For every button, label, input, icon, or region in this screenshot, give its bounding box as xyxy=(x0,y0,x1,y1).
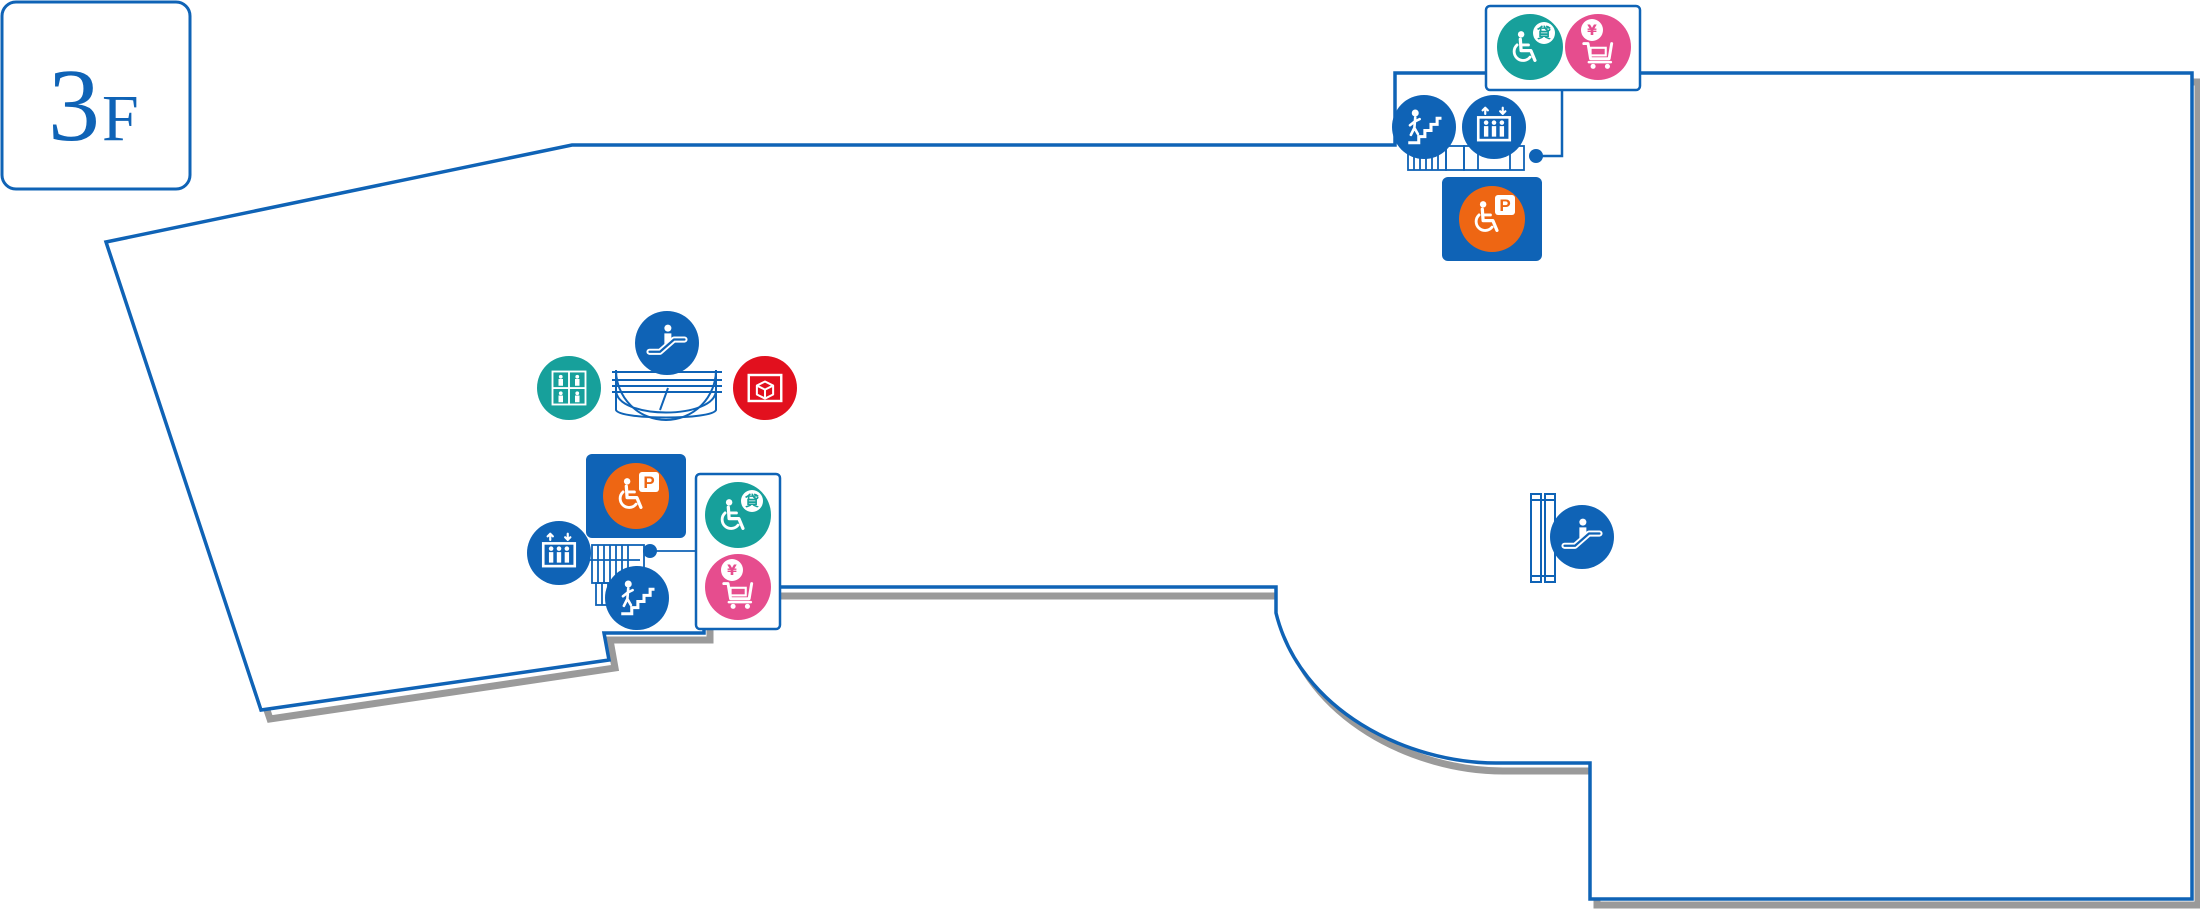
stairs-icon[interactable] xyxy=(605,566,669,630)
rent-glyph: 貸 xyxy=(1536,25,1551,42)
cart-rental-icon[interactable]: ¥ xyxy=(705,554,771,620)
accessible-parking-icon[interactable]: P xyxy=(1459,186,1525,252)
parking-glyph: P xyxy=(1499,196,1510,215)
floor-label: 3 F xyxy=(0,0,192,191)
north-annex-outline xyxy=(1540,73,1564,158)
accessible-parking-icon[interactable]: P xyxy=(603,463,669,529)
wheelchair-rental-icon[interactable]: 貸 xyxy=(705,482,771,548)
floor-suffix: F xyxy=(102,82,139,155)
north-annex-node xyxy=(1529,149,1543,163)
elevator-icon[interactable] xyxy=(1462,95,1526,159)
yen-glyph: ¥ xyxy=(727,563,737,579)
elevator-icon[interactable] xyxy=(527,521,591,585)
stair-shaft-west xyxy=(586,544,695,606)
floor-number: 3 xyxy=(48,48,100,163)
stairs-icon[interactable] xyxy=(1392,95,1456,159)
rent-glyph: 貸 xyxy=(744,493,759,510)
escalator-icon[interactable] xyxy=(1550,505,1614,569)
cart-rental-icon[interactable]: ¥ xyxy=(1565,14,1631,80)
elevator-hall-icon[interactable] xyxy=(537,356,601,420)
delivery-box-icon[interactable] xyxy=(733,356,797,420)
parking-glyph: P xyxy=(643,473,654,492)
yen-glyph: ¥ xyxy=(1587,23,1597,39)
floor-outline xyxy=(103,71,2194,901)
escalator-icon[interactable] xyxy=(635,311,699,375)
wheelchair-rental-icon[interactable]: 貸 xyxy=(1497,14,1563,80)
